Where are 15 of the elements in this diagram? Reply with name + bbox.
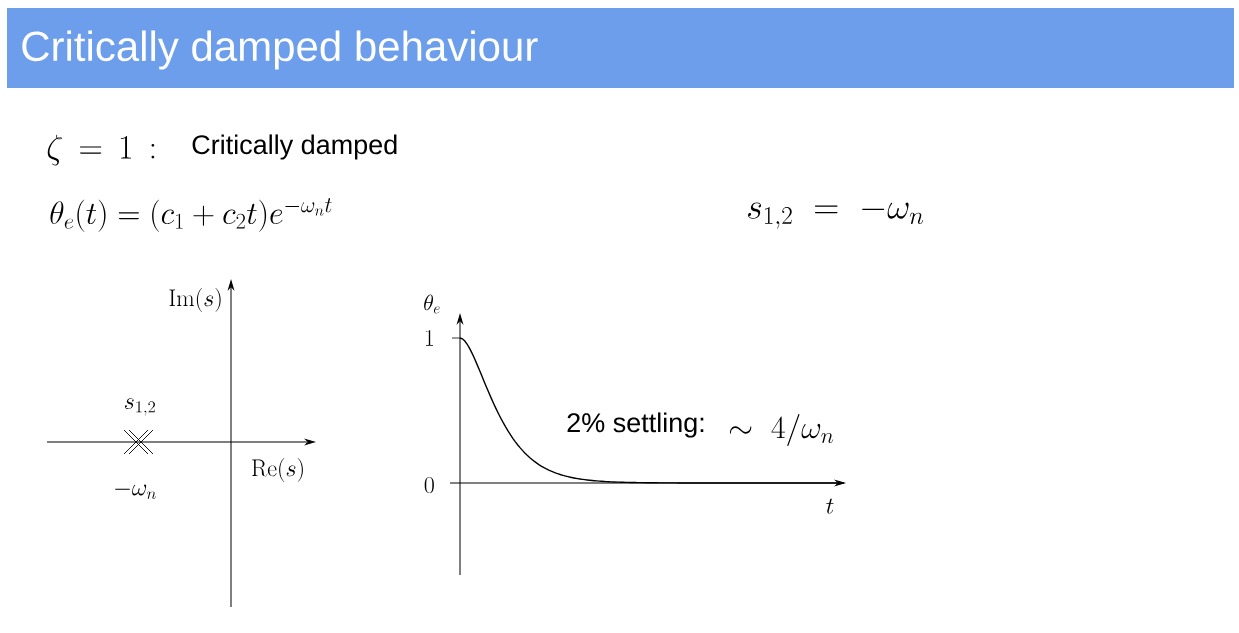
label: $t$ xyxy=(826,498,834,514)
label: $\sim\;4/\omega_n$ xyxy=(729,414,834,446)
label: $\mathrm{Re}(s)$ xyxy=(252,458,303,482)
label: $\theta_e$ xyxy=(424,294,440,314)
label: $s_{1,2}\; =\; -\omega_n$ xyxy=(748,202,924,229)
label: $\theta_e(t) = (c_1 + c_2 t)e^{-\omega_n t}$ xyxy=(50,198,332,232)
label: $1$ xyxy=(425,329,433,346)
label: 2% settling: xyxy=(567,412,704,438)
label: $s_{1,2}$ xyxy=(124,398,155,416)
label: $0$ xyxy=(424,476,434,494)
label: Critically damped xyxy=(192,134,397,160)
title-bar: Critically damped behaviour xyxy=(7,8,1234,88)
label: $-\omega_n$ xyxy=(115,484,156,499)
label: $\mathrm{Im}(s)$ xyxy=(169,288,221,312)
label: $\zeta\, =\, 1\,:$ xyxy=(47,134,155,166)
